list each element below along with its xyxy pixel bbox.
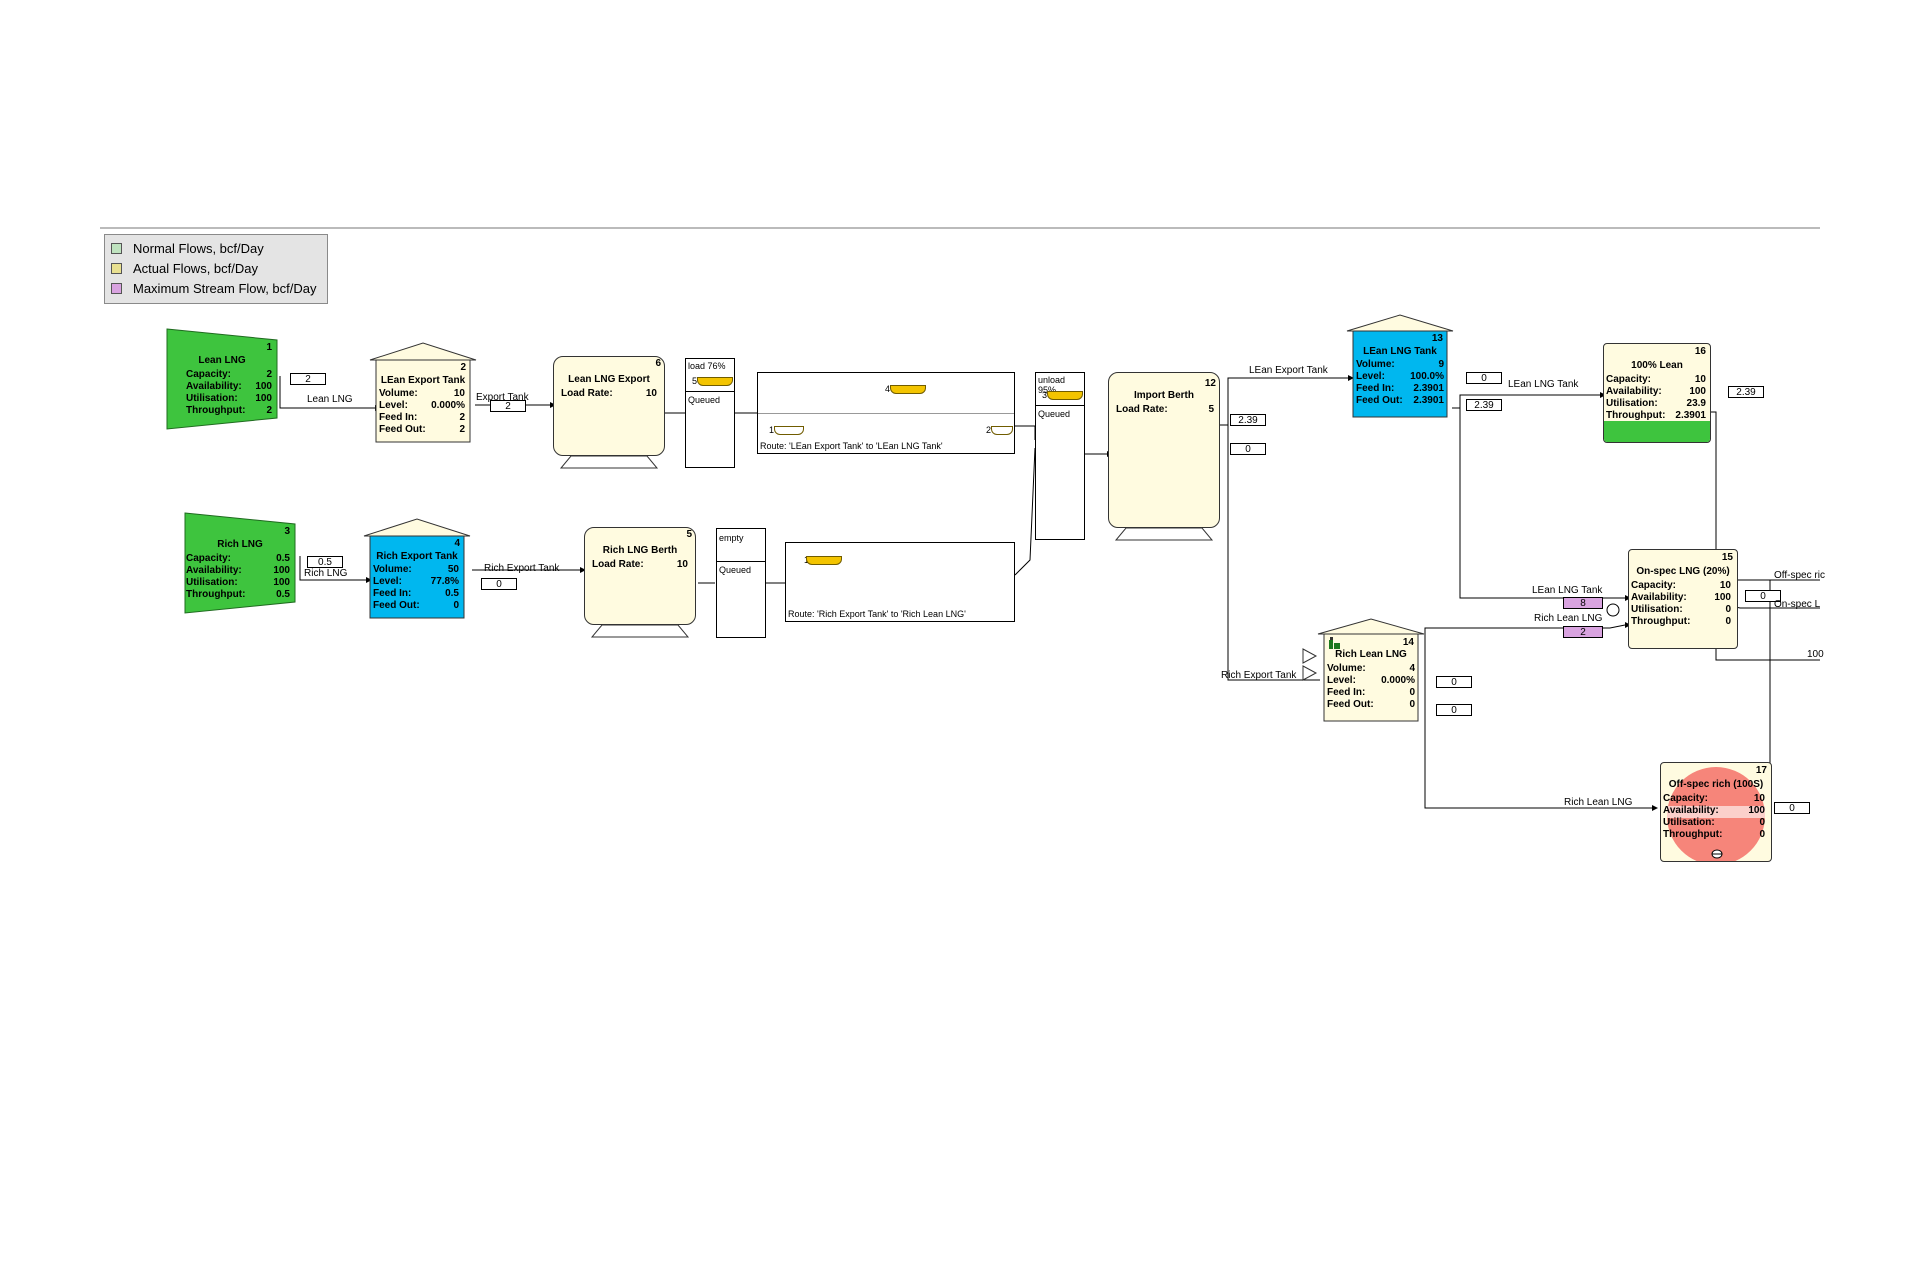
stream-label: Rich Lean LNG [1564, 797, 1633, 808]
rich-lean-lng-node[interactable]: 14 Rich Lean LNG Volume:4 Level:0.000% F… [1316, 618, 1426, 722]
throughput-fill [1604, 421, 1710, 442]
lean-lng-tank-stats: Volume:9 Level:100.0% Feed In:2.3901 Fee… [1356, 359, 1444, 406]
rich-lng-source-node[interactable]: 3 Rich LNG Capacity:0.5 Availability:100… [184, 512, 296, 614]
legend-swatch-yellow [111, 263, 122, 274]
onspec-stats: Capacity:10 Availability:100 Utilisation… [1631, 580, 1731, 627]
stream-label: Lean LNG [307, 394, 353, 405]
berth-stats: Load Rate:10 [592, 559, 688, 570]
stream-label: Rich Export Tank [484, 563, 560, 574]
flow-value-box[interactable]: 2 [490, 400, 526, 412]
stream-label: Off-spec ric [1774, 570, 1825, 581]
offspec-band [1667, 806, 1765, 818]
berth-body [553, 356, 665, 456]
berth-stand [1114, 527, 1214, 541]
queue-header [717, 529, 765, 562]
berth-stats: Load Rate:5 [1116, 404, 1214, 415]
legend-swatch-green [111, 243, 122, 254]
rich-route[interactable]: 1 Route: 'Rich Export Tank' to 'Rich Lea… [785, 542, 1015, 622]
queue-header [1036, 373, 1084, 406]
stream-label: Rich LNG [304, 568, 348, 579]
lean-100-stats: Capacity:10 Availability:100 Utilisation… [1606, 374, 1706, 421]
source-shape [184, 512, 296, 614]
legend-item-actual-flows: Actual Flows, bcf/Day [111, 261, 258, 276]
lean-export-tank-stats: Volume:10 Level:0.000% Feed In:2 Feed Ou… [379, 388, 465, 435]
berth-body [1108, 372, 1220, 528]
rich-export-tank-node[interactable]: 4 Rich Export Tank Volume:50 Level:77.8%… [362, 518, 472, 620]
legend-swatch-pink [111, 283, 122, 294]
ship-outline-icon [991, 426, 1013, 435]
queue-header [686, 359, 734, 392]
rich-lng-stats: Capacity:0.5 Availability:100 Utilisatio… [186, 553, 290, 600]
max-flow-value-box[interactable]: 8 [1563, 597, 1603, 609]
legend: Normal Flows, bcf/Day Actual Flows, bcf/… [104, 234, 328, 304]
rich-lean-lng-stats: Volume:4 Level:0.000% Feed In:0 Feed Out… [1327, 663, 1415, 710]
rich-export-tank-stats: Volume:50 Level:77.8% Feed In:0.5 Feed O… [373, 564, 459, 611]
tank-roof [363, 518, 471, 619]
flow-value-box[interactable]: 2.39 [1728, 386, 1764, 398]
ship-icon [806, 556, 842, 565]
rich-load-queue[interactable]: empty Queued [716, 528, 766, 638]
stream-label: Rich Lean LNG [1534, 613, 1603, 624]
legend-item-normal-flows: Normal Flows, bcf/Day [111, 241, 264, 256]
flow-value-box[interactable]: 0 [1436, 704, 1472, 716]
berth-stand [590, 624, 690, 638]
ship-icon [890, 385, 926, 394]
tank-roof [369, 342, 477, 443]
lean-lng-stats: Capacity:2 Availability:100 Utilisation:… [186, 369, 272, 416]
berth-stats: Load Rate:10 [561, 388, 657, 399]
flow-value-box[interactable]: 2 [290, 373, 326, 385]
lean-route[interactable]: 4 1 2 Route: 'LEan Export Tank' to 'LEan… [757, 372, 1015, 454]
ship-icon [697, 377, 733, 386]
flow-value-box[interactable]: 0 [481, 578, 517, 590]
stream-label: On-spec L [1774, 599, 1821, 610]
lean-lng-export-berth[interactable]: 6 Lean LNG Export Load Rate:10 [553, 356, 665, 469]
inlet-arrows [1302, 648, 1318, 681]
stream-label: Export Tank [476, 392, 529, 403]
max-flow-value-box[interactable]: 2 [1563, 626, 1603, 638]
stream-label: Rich Export Tank [1221, 670, 1297, 681]
flow-value-box[interactable]: 0 [1230, 443, 1266, 455]
lean-lng-tank-node[interactable]: 13 LEan LNG Tank Volume:9 Level:100.0% F… [1345, 314, 1455, 418]
lean-100-sink-node[interactable]: 16 100% Lean Capacity:10 Availability:10… [1603, 343, 1711, 443]
legend-item-max-stream: Maximum Stream Flow, bcf/Day [111, 281, 317, 296]
lean-export-tank-node[interactable]: 2 LEan Export Tank Volume:10 Level:0.000… [368, 342, 478, 444]
stream-label: 100 [1807, 649, 1824, 660]
route-divider [758, 413, 1014, 414]
flow-value-box[interactable]: 0 [1745, 590, 1781, 602]
offspec-sink-node[interactable]: 17 Off-spec rich (100S) Capacity:10 Avai… [1660, 762, 1772, 862]
tank-status-icon [1329, 637, 1340, 649]
flow-value-box[interactable]: 0 [1774, 802, 1810, 814]
stream-label: LEan LNG Tank [1508, 379, 1579, 390]
offspec-stats: Capacity:10 Availability:100 Utilisation… [1663, 793, 1765, 840]
ship-icon [1047, 391, 1083, 400]
rich-lng-berth[interactable]: 5 Rich LNG Berth Load Rate:10 [584, 527, 696, 639]
onspec-sink-node[interactable]: 15 On-spec LNG (20%) Capacity:10 Availab… [1628, 549, 1738, 649]
import-berth[interactable]: 12 Import Berth Load Rate:5 [1108, 372, 1220, 541]
lean-load-queue[interactable]: load 76% 5 Queued [685, 358, 735, 468]
unload-queue[interactable]: unload 95% 3 Queued [1035, 372, 1085, 540]
berth-stand [559, 455, 659, 469]
flow-value-box[interactable]: 2.39 [1466, 399, 1502, 411]
stream-label: LEan LNG Tank [1532, 585, 1603, 596]
ship-outline-icon [774, 426, 804, 435]
stop-icon [1711, 849, 1723, 859]
berth-body [584, 527, 696, 625]
source-shape [166, 328, 278, 430]
flow-value-box[interactable]: 0.5 [307, 556, 343, 568]
flow-value-box[interactable]: 0 [1466, 372, 1502, 384]
tank-roof [1346, 314, 1454, 418]
stream-label: LEan Export Tank [1249, 365, 1328, 376]
flow-value-box[interactable]: 0 [1436, 676, 1472, 688]
lean-lng-source-node[interactable]: 1 Lean LNG Capacity:2 Availability:100 U… [166, 328, 278, 430]
flow-value-box[interactable]: 2.39 [1230, 414, 1266, 426]
